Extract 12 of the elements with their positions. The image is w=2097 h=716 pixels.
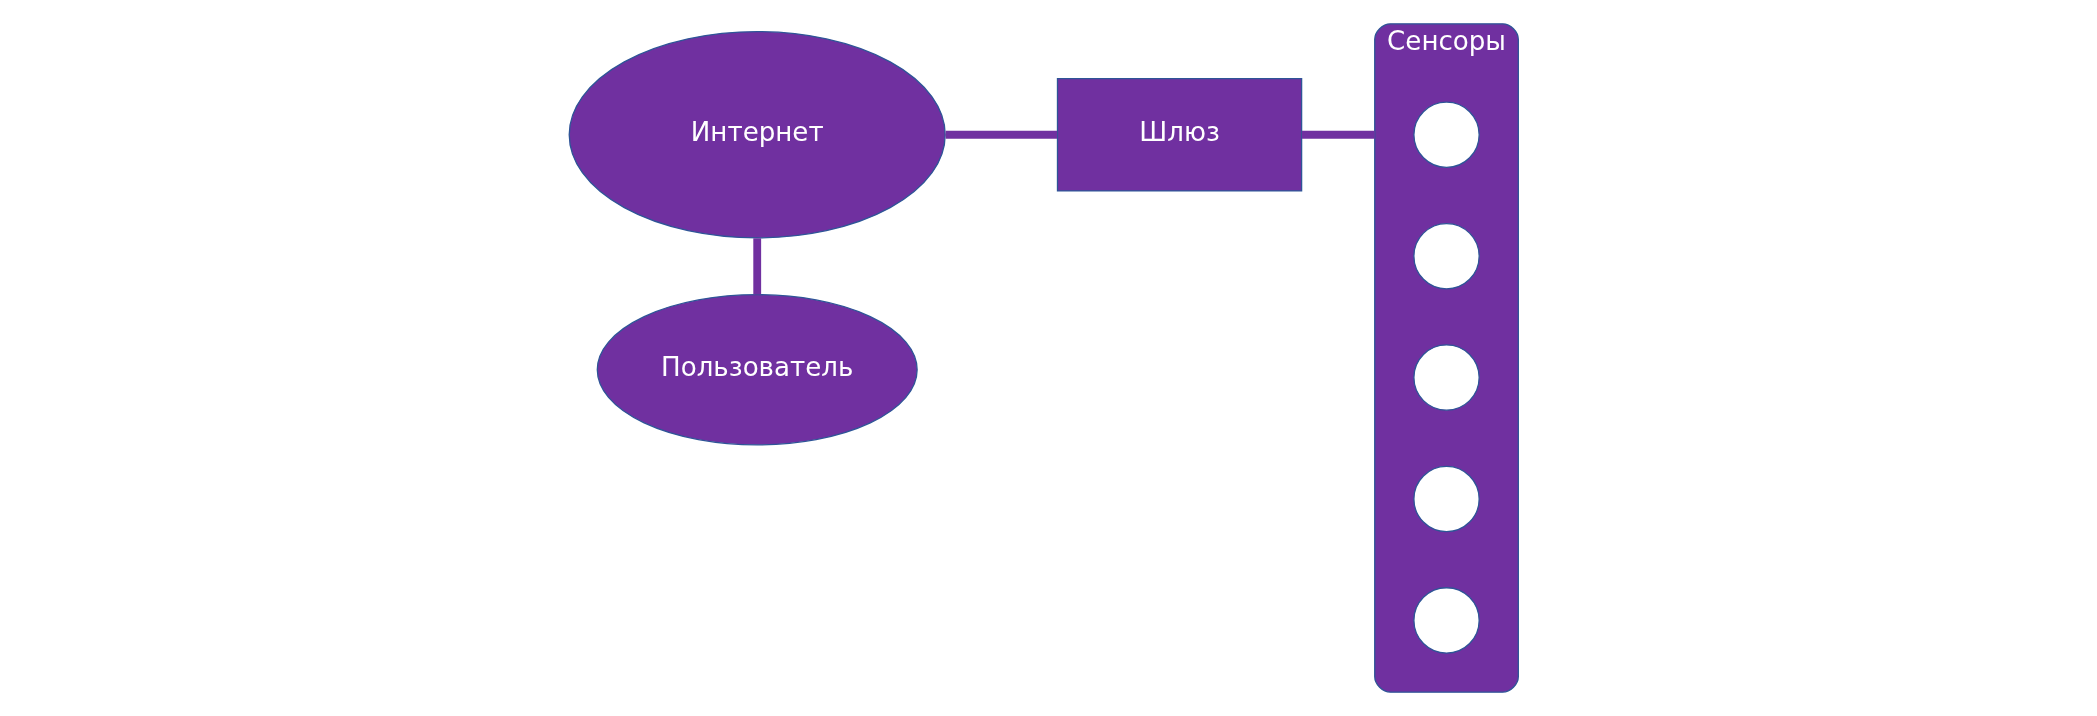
node-circle: [1412, 222, 1480, 290]
node-circle: [1412, 101, 1480, 169]
node-circle: [1412, 344, 1480, 411]
node-box: Шлюз: [1056, 77, 1302, 192]
node-ellipse: Интернет: [568, 30, 946, 239]
cluster: Сенсоры: [1373, 23, 1519, 693]
connector: [752, 238, 761, 295]
node-circle: [1412, 465, 1480, 533]
node-ellipse: Пользователь: [596, 294, 918, 446]
connector: [1301, 130, 1375, 139]
connector: [945, 130, 1057, 139]
node-circle: [1412, 587, 1480, 654]
